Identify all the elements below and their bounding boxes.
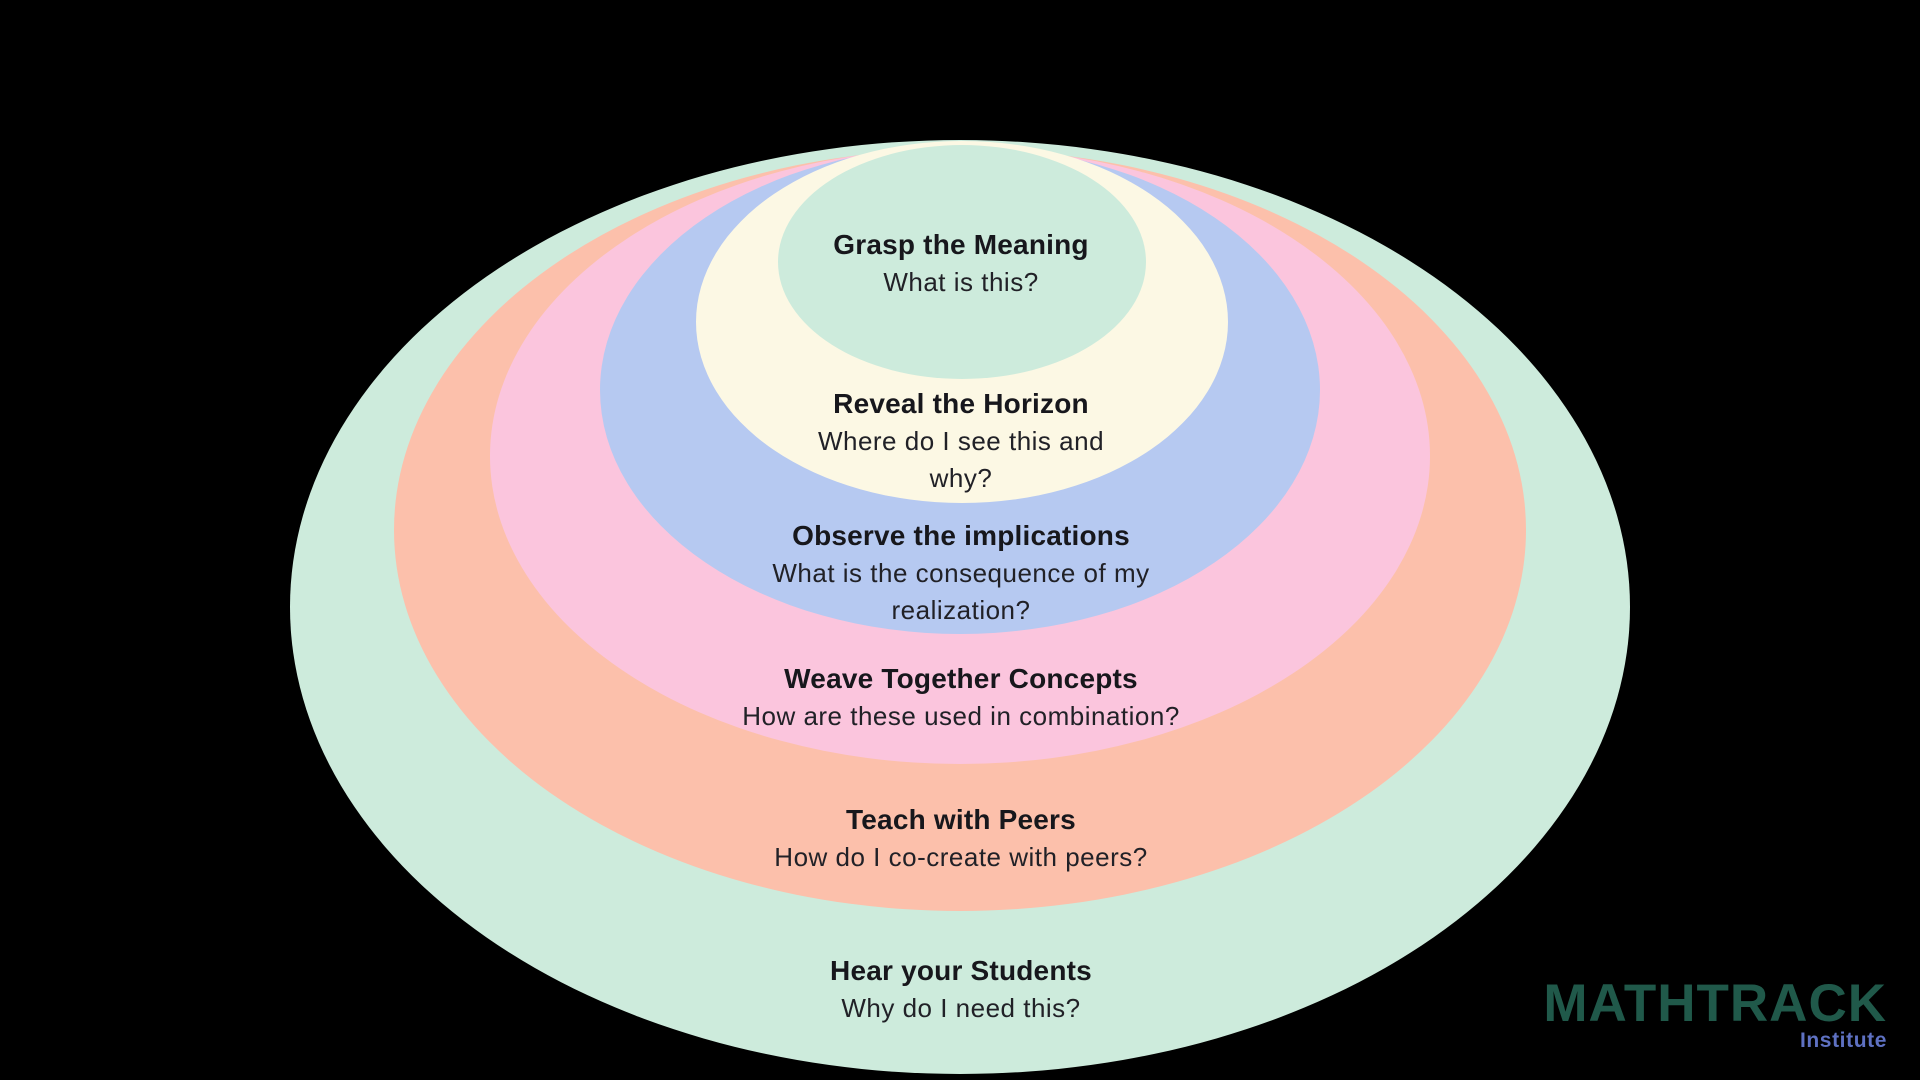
level-title: Observe the implications <box>792 520 1130 551</box>
level-question: What is this? <box>883 267 1039 297</box>
logo-brand-text: MATHTRACK <box>1543 974 1887 1033</box>
level-label-teach-with-peers: Teach with Peers How do I co-create with… <box>571 801 1351 876</box>
level-question: Where do I see this and why? <box>817 426 1105 493</box>
mathtrack-institute-logo: MATHTRACK Institute <box>1543 974 1887 1052</box>
level-label-hear-your-students: Hear your Students Why do I need this? <box>571 952 1351 1027</box>
level-question: Why do I need this? <box>841 993 1081 1023</box>
level-question: How are these used in combination? <box>742 701 1180 731</box>
level-question: How do I co-create with peers? <box>774 842 1148 872</box>
level-label-reveal-the-horizon: Reveal the Horizon Where do I see this a… <box>571 385 1351 497</box>
level-label-weave-together-concepts: Weave Together Concepts How are these us… <box>571 660 1351 735</box>
level-title: Reveal the Horizon <box>833 388 1089 419</box>
level-label-grasp-the-meaning: Grasp the Meaning What is this? <box>571 226 1351 301</box>
logo-subtitle-text: Institute <box>1799 1029 1887 1052</box>
level-title: Hear your Students <box>830 955 1092 986</box>
ring-ellipse-grasp-the-meaning <box>778 145 1146 379</box>
level-label-observe-the-implications: Observe the implications What is the con… <box>571 517 1351 629</box>
level-question: What is the consequence of my realizatio… <box>772 558 1150 625</box>
level-title: Grasp the Meaning <box>833 229 1089 260</box>
level-title: Teach with Peers <box>846 804 1076 835</box>
level-title: Weave Together Concepts <box>784 663 1138 694</box>
